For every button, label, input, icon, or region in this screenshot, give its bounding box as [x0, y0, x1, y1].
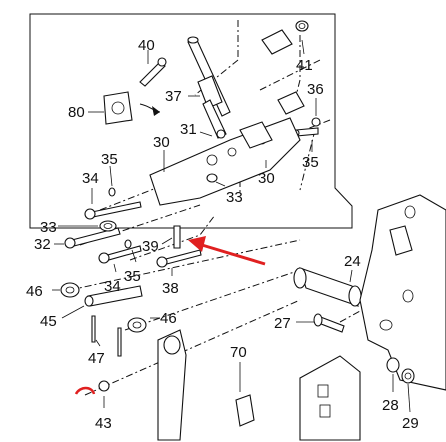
bolt-40: [139, 57, 167, 87]
label-46-left: 46: [26, 283, 43, 300]
lever-rod-70: [157, 329, 187, 441]
label-29: 29: [402, 415, 419, 432]
label-39: 39: [142, 238, 159, 255]
label-46-right: 46: [160, 310, 177, 327]
bolt-34-lower: [98, 245, 142, 264]
frame-assembly: [359, 194, 446, 391]
label-31: 31: [180, 121, 197, 138]
label-33-lower: 33: [40, 219, 57, 236]
label-47: 47: [88, 350, 105, 367]
bolt-32: [64, 227, 121, 249]
label-43: 43: [95, 415, 112, 432]
bolt-27: [313, 313, 345, 333]
label-24: 24: [344, 253, 361, 270]
label-38: 38: [162, 280, 179, 297]
label-34-upper: 34: [82, 170, 99, 187]
clip-43: [74, 380, 110, 395]
cylinder-rod-assembly: [187, 36, 231, 139]
label-40: 40: [138, 37, 155, 54]
label-34-lower: 34: [104, 278, 121, 295]
label-33-upper: 33: [226, 189, 243, 206]
label-32: 32: [34, 236, 51, 253]
nut-29: [401, 368, 415, 384]
red-indicator-arrow: [188, 236, 266, 266]
plate-70: [299, 355, 361, 441]
washer-28: [386, 357, 400, 373]
pin-39: [173, 225, 181, 249]
label-41: 41: [296, 57, 313, 74]
washer-35-upper: [108, 187, 116, 197]
shaft-24: [293, 267, 362, 307]
bolt-34-upper: [84, 201, 142, 220]
washer-46-right: [127, 317, 147, 333]
label-30-right: 30: [258, 170, 275, 187]
washer-46-left: [60, 282, 80, 298]
washer-33-upper: [206, 173, 218, 183]
detail-inset-frame: [29, 13, 353, 229]
washer-33-lower: [99, 220, 117, 232]
label-30-upper: 30: [153, 134, 170, 151]
sticker-70: [235, 394, 255, 427]
split-pins-47: [91, 315, 122, 357]
label-70: 70: [230, 344, 247, 361]
washer-35-lower: [124, 239, 132, 249]
label-27: 27: [274, 315, 291, 332]
sticker-80: [103, 91, 161, 125]
label-36: 36: [307, 81, 324, 98]
leader-lines: [52, 39, 411, 413]
bushing-41: [261, 20, 309, 55]
bushing-36: [277, 91, 321, 127]
label-28: 28: [382, 397, 399, 414]
pin-45: [84, 285, 143, 307]
label-35-lower: 35: [124, 268, 141, 285]
bolt-38: [156, 249, 202, 268]
bracket-30: [149, 117, 301, 206]
label-35-upper: 35: [101, 151, 118, 168]
label-37: 37: [165, 88, 182, 105]
label-80: 80: [68, 104, 85, 121]
label-45: 45: [40, 313, 57, 330]
label-35-right: 35: [302, 154, 319, 171]
